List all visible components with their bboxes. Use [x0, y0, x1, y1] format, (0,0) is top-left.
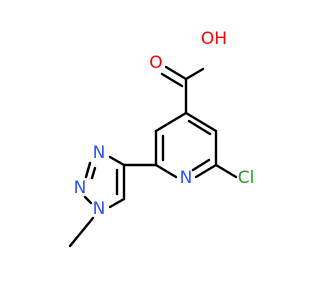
bond-n3-n2-inner: [90, 166, 97, 180]
pyridine-ring: [154, 111, 218, 179]
bond-n1-c5t: [108, 197, 126, 209]
chlorine-label: Cl: [238, 168, 255, 188]
bond-n2-n1: [83, 195, 93, 205]
oxygen-carbonyl-label: O: [149, 53, 162, 73]
bond-n3-n2: [84, 161, 92, 179]
bond-c4-c5-inner: [187, 119, 212, 136]
bond-c4t-n3: [108, 155, 126, 167]
bond-n1-c2: [154, 163, 178, 179]
bond-c3-c4: [154, 111, 188, 133]
triazole-ring: [68, 155, 126, 248]
bond-c6-n1: [194, 163, 218, 179]
hydroxyl-label: OH: [201, 29, 227, 49]
triazole-n2-label: N: [74, 178, 87, 198]
molecule-canvas: O OH N Cl N N N: [68, 29, 255, 248]
bond-c4-c5: [184, 111, 218, 133]
bond-c6-n1-inner: [191, 158, 211, 172]
carboxylic-acid-group: [160, 65, 205, 115]
bond-carboxyl-oh: [184, 67, 205, 81]
triazole-n3-label: N: [93, 143, 106, 163]
bond-carbonyl-2: [160, 72, 184, 88]
bond-carbonyl-1: [164, 65, 188, 81]
structure-diagram: O OH N Cl N N N: [68, 29, 255, 248]
bond-n1-methyl: [68, 216, 95, 248]
pyridine-nitrogen-label: N: [180, 168, 193, 188]
bond-c6-cl: [214, 163, 238, 179]
triazole-n1-label: N: [93, 199, 106, 219]
